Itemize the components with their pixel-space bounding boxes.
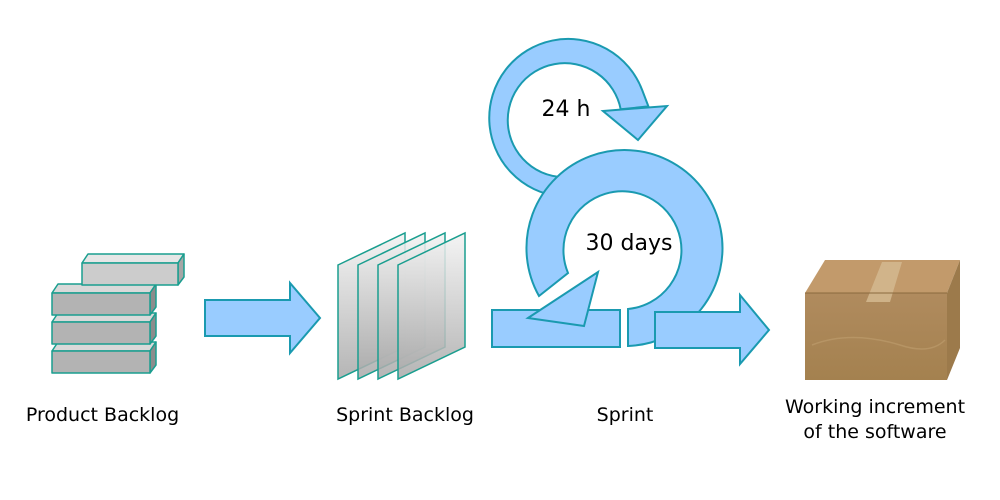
box-tape: [866, 262, 902, 302]
working-increment-line-2: of the software: [803, 421, 947, 443]
sprint-label: Sprint: [596, 404, 654, 426]
product-backlog-label: Product Backlog: [25, 404, 180, 426]
flow-arrow-2: [654, 292, 771, 367]
sprint-backlog-icon: [337, 231, 466, 381]
cardboard-box-icon: [805, 260, 960, 380]
daily-cycle-label: 24 h: [541, 97, 591, 122]
backlog-block-2: [51, 283, 157, 316]
backlog-block-3: [51, 312, 157, 345]
sprint-sheet-4: [397, 231, 466, 381]
sprint-backlog-label: Sprint Backlog: [336, 404, 474, 426]
box-front: [805, 293, 947, 380]
backlog-block-1: [81, 253, 185, 286]
box-side: [947, 260, 960, 380]
product-backlog-icon: [51, 253, 185, 374]
sprint-cycle-label: 30 days: [585, 231, 673, 256]
flow-arrow-1: [204, 280, 322, 356]
working-increment-line-1: Working increment: [784, 396, 966, 418]
sprint-loop-icon: [525, 149, 724, 348]
working-increment-label: Working increment of the software: [755, 395, 995, 445]
backlog-block-4: [51, 341, 157, 374]
